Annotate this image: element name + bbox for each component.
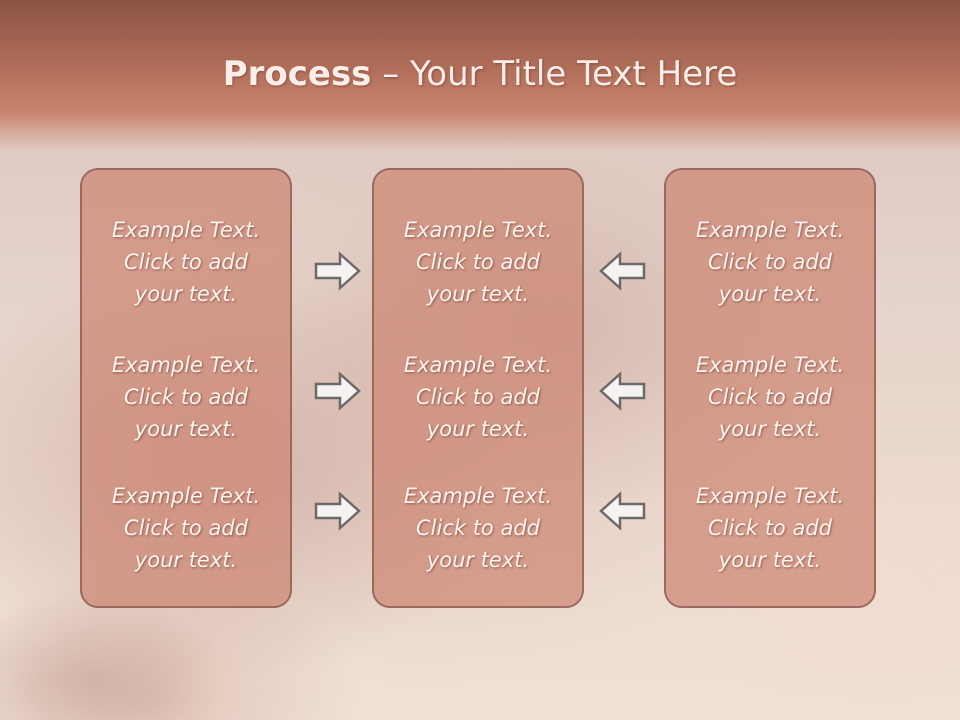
text-line: your text. [134,417,238,441]
title-bold: Process [222,54,372,94]
text-block[interactable]: Example Text. Click to add your text. [666,349,874,445]
text-line: your text. [426,282,530,306]
text-line: Click to add [123,516,248,540]
text-line: Example Text. [111,353,261,377]
text-line: your text. [426,548,530,572]
slide-title[interactable]: Process – Your Title Text Here [0,52,960,96]
text-line: Example Text. [403,353,553,377]
text-line: Click to add [707,250,832,274]
text-line: Example Text. [403,484,553,508]
text-line: Example Text. [111,484,261,508]
title-band [0,0,960,150]
process-box-left[interactable]: Example Text. Click to add your text. Ex… [80,168,292,608]
text-line: your text. [718,548,822,572]
process-box-center[interactable]: Example Text. Click to add your text. Ex… [372,168,584,608]
text-block[interactable]: Example Text. Click to add your text. [374,214,582,310]
text-line: Example Text. [695,353,845,377]
text-line: your text. [426,417,530,441]
text-block[interactable]: Example Text. Click to add your text. [374,349,582,445]
text-block[interactable]: Example Text. Click to add your text. [82,480,290,576]
title-rest: – Your Title Text Here [371,54,738,94]
text-block[interactable]: Example Text. Click to add your text. [374,480,582,576]
text-line: Example Text. [695,218,845,242]
text-block[interactable]: Example Text. Click to add your text. [666,480,874,576]
text-line: Example Text. [695,484,845,508]
arrow-left-icon [598,251,646,291]
arrow-right-icon [314,251,362,291]
text-block[interactable]: Example Text. Click to add your text. [82,349,290,445]
arrow-left-icon [598,371,646,411]
text-line: Click to add [415,250,540,274]
text-line: Click to add [123,250,248,274]
text-line: your text. [718,417,822,441]
text-line: Click to add [123,385,248,409]
text-line: Click to add [415,385,540,409]
process-box-right[interactable]: Example Text. Click to add your text. Ex… [664,168,876,608]
text-line: your text. [134,548,238,572]
text-line: your text. [718,282,822,306]
arrow-right-icon [314,371,362,411]
text-line: Click to add [415,516,540,540]
text-line: Example Text. [403,218,553,242]
text-line: Click to add [707,385,832,409]
text-line: Example Text. [111,218,261,242]
arrow-right-icon [314,491,362,531]
text-line: Click to add [707,516,832,540]
text-block[interactable]: Example Text. Click to add your text. [666,214,874,310]
text-block[interactable]: Example Text. Click to add your text. [82,214,290,310]
text-line: your text. [134,282,238,306]
arrow-left-icon [598,491,646,531]
